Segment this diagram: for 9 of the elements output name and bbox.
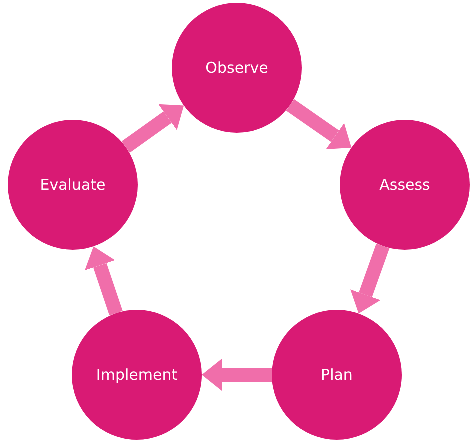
block-arrow [286,99,352,150]
stage-label: Assess [380,176,430,194]
stage-label: Observe [206,59,268,77]
stage-label: Evaluate [40,176,106,194]
stage-label: Implement [96,366,178,384]
block-arrow [350,244,390,314]
block-arrow [84,246,123,316]
stage-label: Plan [321,366,353,384]
block-arrow [202,359,272,391]
